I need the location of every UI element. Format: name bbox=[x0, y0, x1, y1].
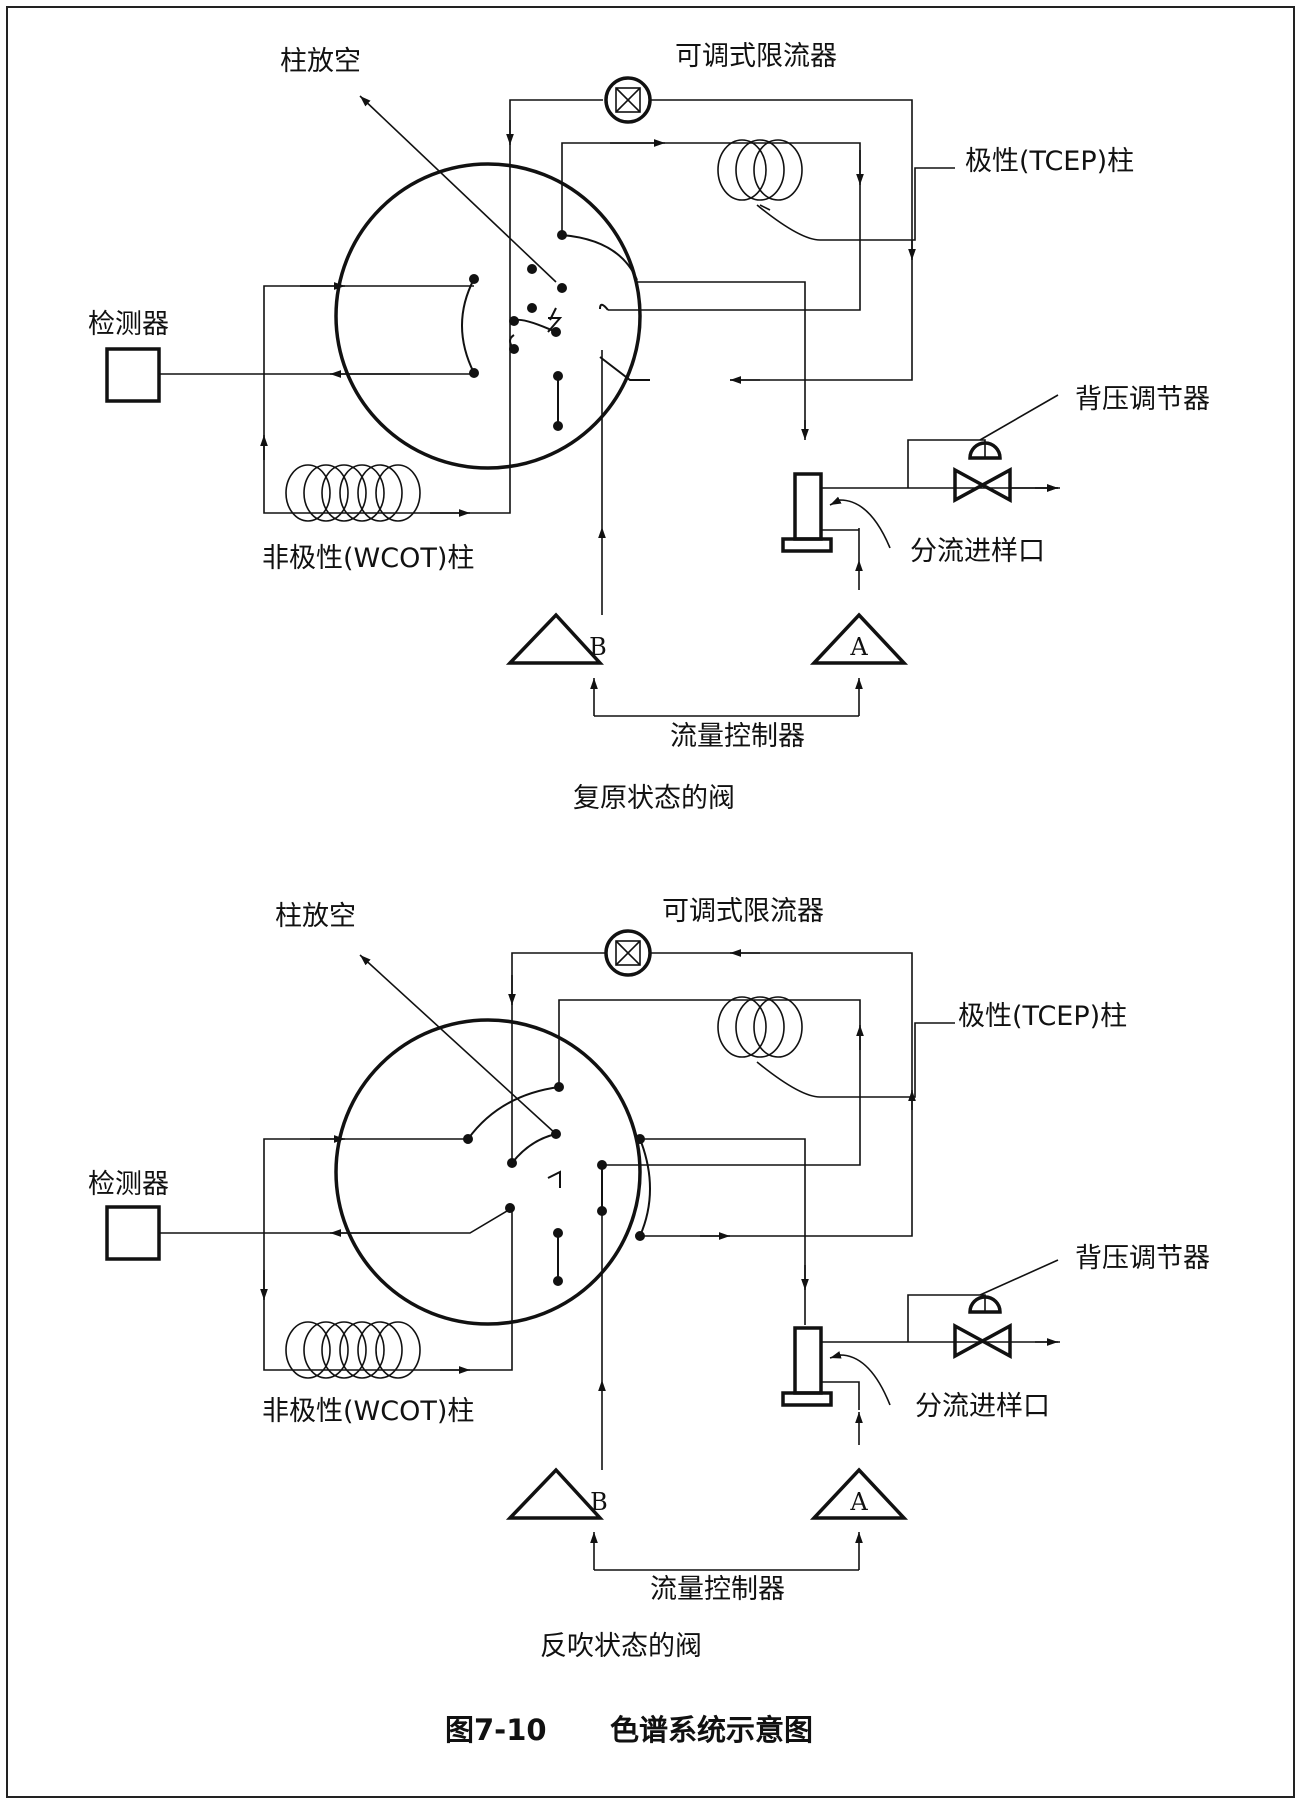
label-back-pressure-regulator: 背压调节器 bbox=[1075, 1243, 1210, 1274]
figure-title: 色谱系统示意图 bbox=[610, 1713, 813, 1747]
label-adjustable-restrictor: 可调式限流器 bbox=[662, 896, 824, 927]
flow-controller-b bbox=[505, 612, 604, 665]
panel-reset bbox=[105, 76, 1060, 717]
figure-number: 图7-10 bbox=[445, 1713, 547, 1747]
valve-ports bbox=[463, 1082, 645, 1286]
valve-internal-paths bbox=[467, 1086, 651, 1281]
label-flow-a: A bbox=[849, 1488, 868, 1516]
label-split-injector: 分流进样口 bbox=[915, 1391, 1050, 1422]
split-injector bbox=[793, 1326, 823, 1395]
bpr-valve bbox=[953, 467, 1012, 503]
flow-controller-b bbox=[505, 1467, 604, 1520]
label-flow-a: A bbox=[849, 633, 868, 661]
nonpolar-column-coil bbox=[285, 464, 421, 522]
valve-body bbox=[334, 1018, 642, 1326]
flow-controller-a bbox=[809, 1467, 909, 1520]
panel-caption-backflush: 反吹状态的阀 bbox=[540, 1631, 702, 1662]
label-detector: 检测器 bbox=[88, 1169, 169, 1200]
panel-backflush bbox=[105, 929, 1060, 1571]
label-flow-controller: 流量控制器 bbox=[670, 721, 805, 752]
detector-box bbox=[105, 347, 161, 403]
label-column-vent: 柱放空 bbox=[275, 901, 356, 932]
label-flow-controller: 流量控制器 bbox=[650, 1574, 785, 1605]
label-column-vent: 柱放空 bbox=[280, 46, 361, 77]
flow-controller-a bbox=[809, 612, 909, 665]
valve-body bbox=[334, 162, 642, 470]
label-adjustable-restrictor: 可调式限流器 bbox=[675, 41, 837, 72]
label-flow-b: B bbox=[590, 1488, 608, 1516]
label-polar-column: 极性(TCEP)柱 bbox=[965, 146, 1134, 177]
panel-caption-reset: 复原状态的阀 bbox=[573, 783, 735, 814]
label-detector: 检测器 bbox=[88, 309, 169, 340]
bpr-valve bbox=[953, 1323, 1012, 1359]
label-polar-column: 极性(TCEP)柱 bbox=[958, 1001, 1127, 1032]
label-nonpolar-column: 非极性(WCOT)柱 bbox=[262, 543, 474, 574]
polar-column-coil bbox=[717, 139, 803, 201]
split-injector bbox=[793, 472, 823, 541]
detector-box bbox=[105, 1205, 161, 1261]
label-flow-b: B bbox=[589, 633, 607, 661]
figure-frame bbox=[6, 6, 1295, 1798]
label-nonpolar-column: 非极性(WCOT)柱 bbox=[262, 1396, 474, 1427]
label-back-pressure-regulator: 背压调节器 bbox=[1075, 384, 1210, 415]
label-split-injector: 分流进样口 bbox=[910, 536, 1045, 567]
polar-column-coil bbox=[717, 996, 803, 1058]
nonpolar-column-coil bbox=[285, 1321, 421, 1379]
